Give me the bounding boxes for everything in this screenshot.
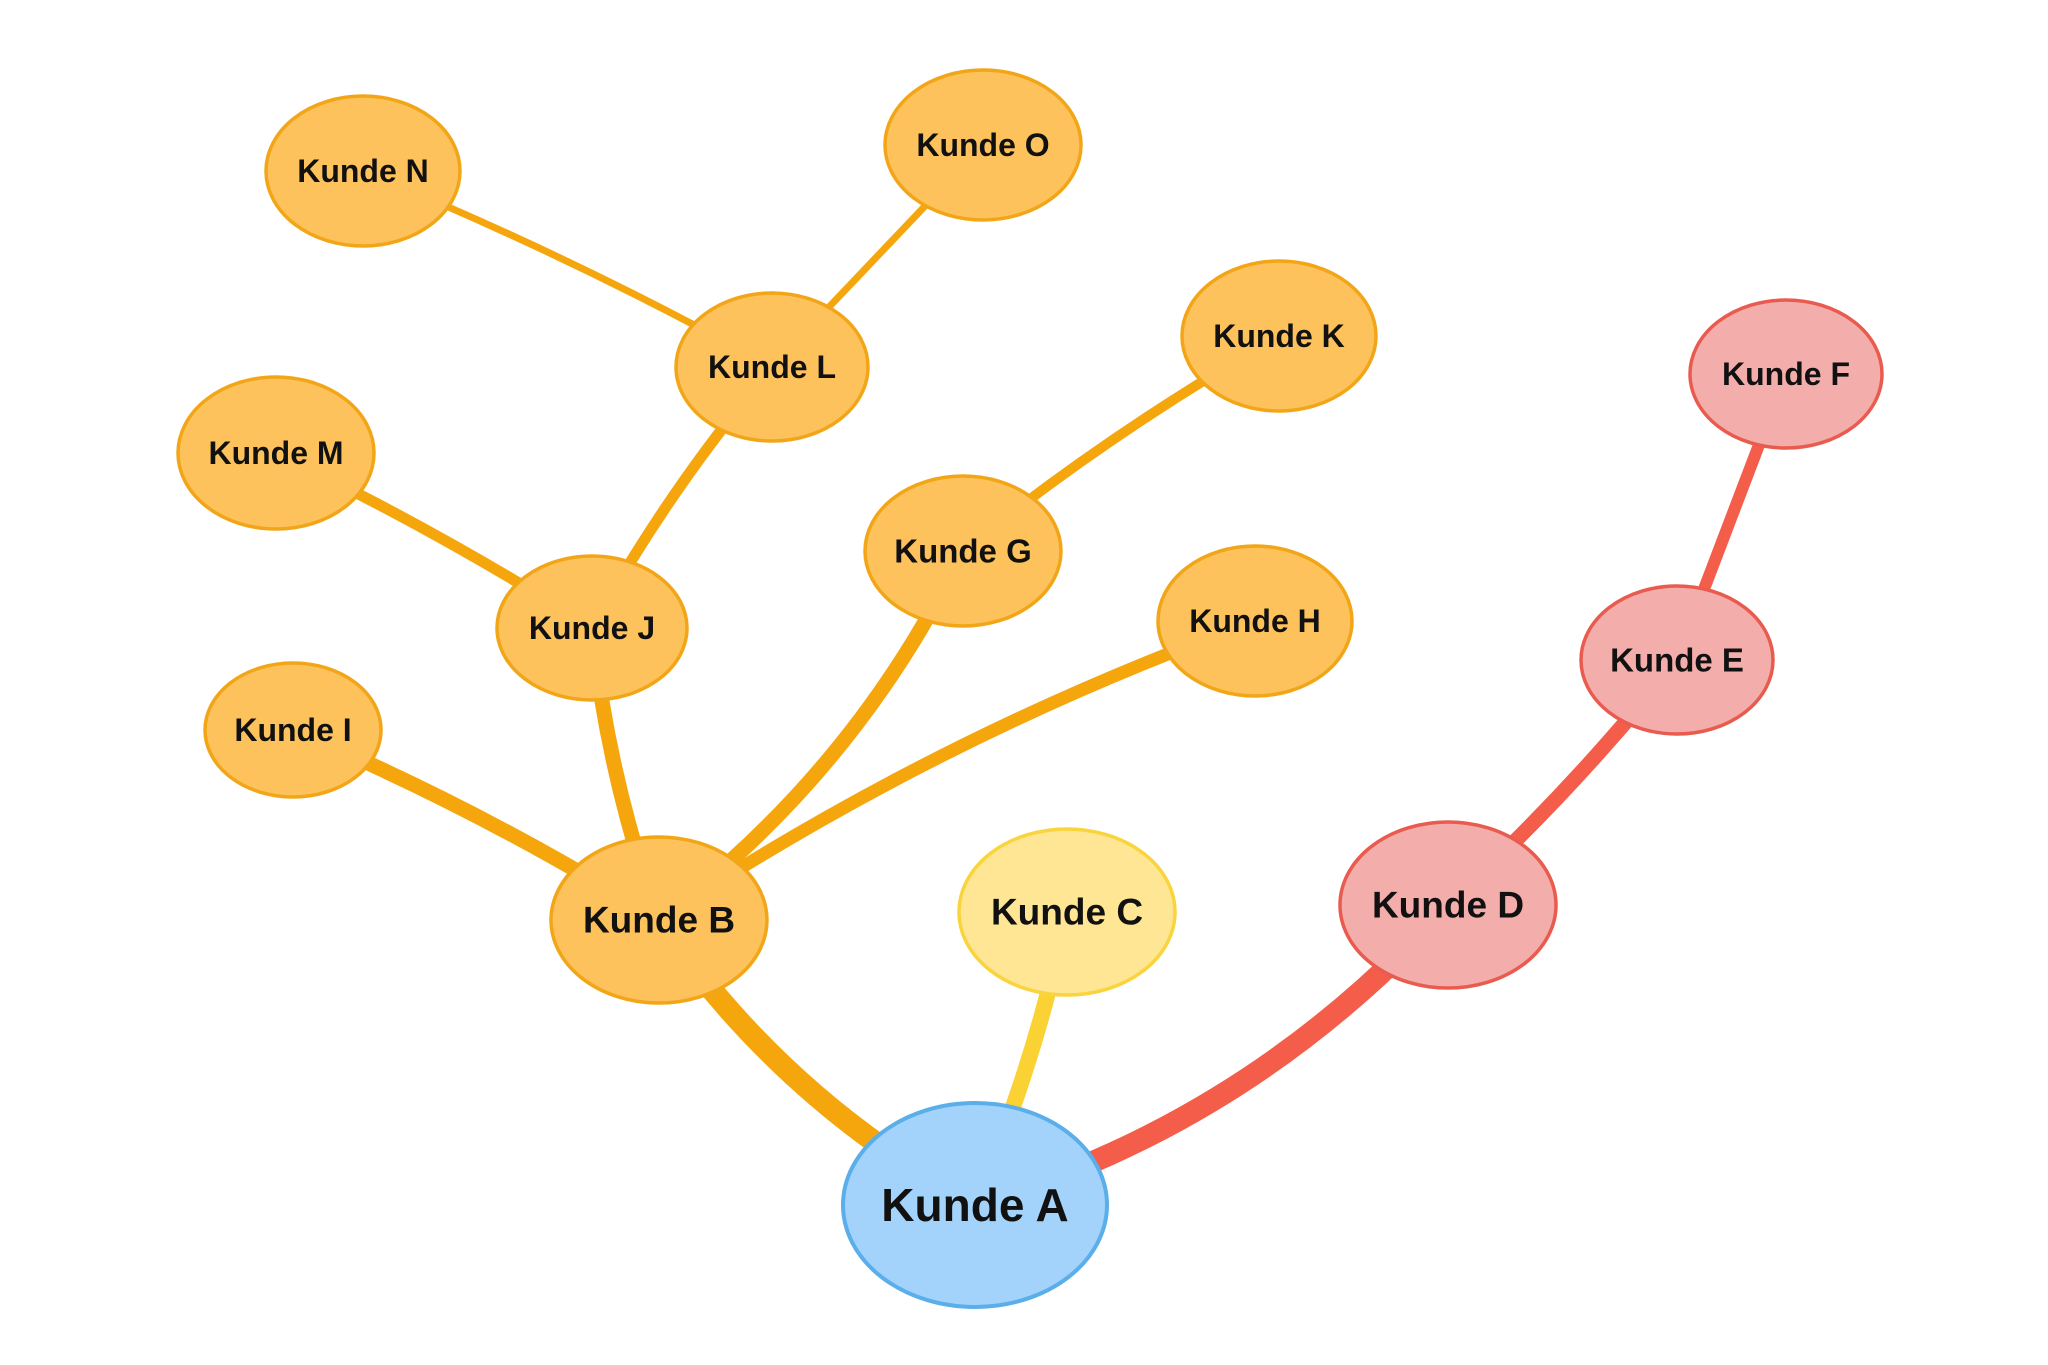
node-label: Kunde M (208, 435, 343, 471)
node-circle (1579, 584, 1775, 736)
node-label: Kunde J (529, 610, 655, 646)
node-kunde-a: Kunde A (841, 1101, 1109, 1309)
node-kunde-m: Kunde M (176, 375, 376, 531)
node-label: Kunde D (1372, 885, 1524, 926)
node-circle (883, 68, 1083, 222)
node-label: Kunde F (1722, 356, 1850, 392)
node-kunde-n: Kunde N (264, 94, 462, 248)
node-circle (176, 375, 376, 531)
node-kunde-f: Kunde F (1688, 298, 1884, 450)
node-kunde-g: Kunde G (863, 474, 1063, 628)
node-label: Kunde L (708, 349, 836, 385)
node-kunde-i: Kunde I (203, 661, 383, 799)
node-circle (1338, 820, 1558, 990)
node-circle (495, 554, 689, 702)
node-kunde-b: Kunde B (549, 835, 769, 1005)
node-label: Kunde E (1610, 642, 1744, 679)
node-circle (1180, 259, 1378, 413)
node-circle (863, 474, 1063, 628)
node-circle (674, 291, 870, 443)
node-label: Kunde G (894, 533, 1032, 570)
nodes-layer: Kunde A Kunde B Kunde C Kunde D Kunde E Kunde… (176, 68, 1884, 1309)
node-circle (841, 1101, 1109, 1309)
node-label: Kunde K (1213, 318, 1345, 354)
node-circle (957, 827, 1177, 997)
node-kunde-e: Kunde E (1579, 584, 1775, 736)
node-circle (1156, 544, 1354, 698)
node-label: Kunde A (881, 1179, 1068, 1231)
node-kunde-l: Kunde L (674, 291, 870, 443)
node-kunde-o: Kunde O (883, 68, 1083, 222)
node-circle (264, 94, 462, 248)
node-kunde-c: Kunde C (957, 827, 1177, 997)
node-kunde-d: Kunde D (1338, 820, 1558, 990)
node-circle (1688, 298, 1884, 450)
node-label: Kunde B (583, 900, 735, 941)
node-kunde-k: Kunde K (1180, 259, 1378, 413)
node-label: Kunde C (991, 892, 1143, 933)
node-label: Kunde H (1189, 603, 1321, 639)
node-kunde-j: Kunde J (495, 554, 689, 702)
node-label: Kunde N (297, 153, 429, 189)
node-label: Kunde I (234, 712, 351, 748)
node-circle (549, 835, 769, 1005)
node-circle (203, 661, 383, 799)
node-kunde-h: Kunde H (1156, 544, 1354, 698)
node-label: Kunde O (916, 127, 1049, 163)
